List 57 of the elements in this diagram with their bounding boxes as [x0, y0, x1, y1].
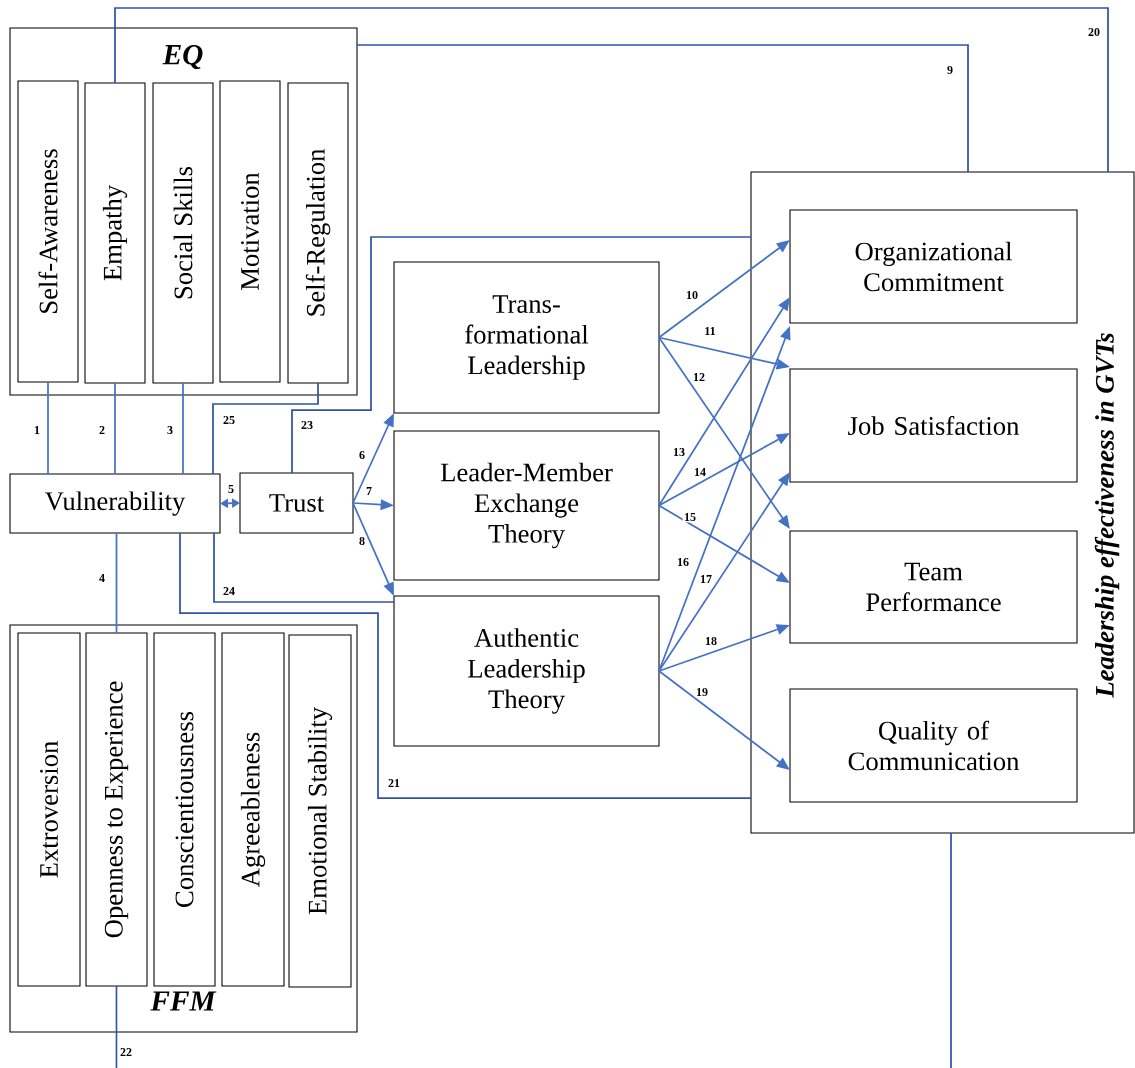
concept-box: Trans- formational Leadership [393, 261, 660, 414]
edge-label: 7 [364, 485, 374, 497]
trait-box: Motivation [219, 80, 281, 383]
edge-label: 3 [165, 424, 175, 436]
connector [47, 381, 49, 475]
edge-label: 15 [682, 511, 698, 523]
concept-box: Trust [239, 472, 354, 534]
edge-label: 9 [945, 64, 955, 76]
connector [114, 382, 116, 475]
edge-label: 4 [97, 572, 107, 584]
concept-box: Vulnerability [9, 473, 221, 534]
edge-label: 16 [675, 556, 691, 568]
edge-label: 20 [1086, 26, 1102, 38]
connector [356, 44, 969, 173]
edge-label: 24 [221, 585, 237, 597]
edge-label: 19 [694, 686, 710, 698]
connector [182, 382, 184, 475]
edge-label: 21 [386, 777, 402, 789]
concept-box: Quality of Communication [789, 688, 1078, 803]
trait-box: Agreeableness [221, 632, 285, 987]
connector [950, 832, 952, 1068]
edge-label: 25 [221, 414, 237, 426]
edge-label: 22 [118, 1046, 134, 1058]
edge-label: 11 [703, 325, 717, 337]
connector [179, 532, 752, 799]
connector [114, 7, 1109, 173]
trait-box: Self-Regulation [287, 82, 349, 384]
edge-label: 17 [698, 573, 714, 585]
trait-box: Conscientiousness [153, 632, 216, 987]
trait-box: Self-Awareness [17, 80, 79, 383]
edge-label: 5 [226, 483, 236, 495]
concept-box: Authentic Leadership Theory [393, 595, 660, 747]
trait-box: Empathy [84, 82, 146, 384]
edge-label: 13 [671, 446, 687, 458]
trait-box: Social Skills [152, 82, 214, 384]
trait-box: Emotional Stability [288, 634, 352, 988]
edge-label: 10 [684, 289, 700, 301]
concept-box: Team Performance [789, 530, 1078, 644]
concept-box: Leader-Member Exchange Theory [393, 430, 660, 581]
concept-box: Job Satisfaction [789, 368, 1078, 483]
concept-box: Organizational Commitment [789, 209, 1078, 324]
connector [213, 532, 395, 603]
edge-label: 23 [299, 419, 315, 431]
arrow [220, 498, 240, 509]
edge-label: 2 [97, 424, 107, 436]
edge-label: 1 [32, 424, 42, 436]
connector [291, 236, 752, 474]
edge-label: 18 [703, 635, 719, 647]
edge-label: 8 [357, 535, 367, 547]
trait-box: Extroversion [17, 632, 81, 987]
edge-label: 12 [691, 371, 707, 383]
edge-label: 14 [692, 466, 708, 478]
edge-label: 6 [357, 449, 367, 461]
connector [212, 382, 319, 475]
connector [115, 985, 118, 1068]
trait-box: Openness to Experience [85, 632, 148, 987]
connector [115, 532, 118, 634]
